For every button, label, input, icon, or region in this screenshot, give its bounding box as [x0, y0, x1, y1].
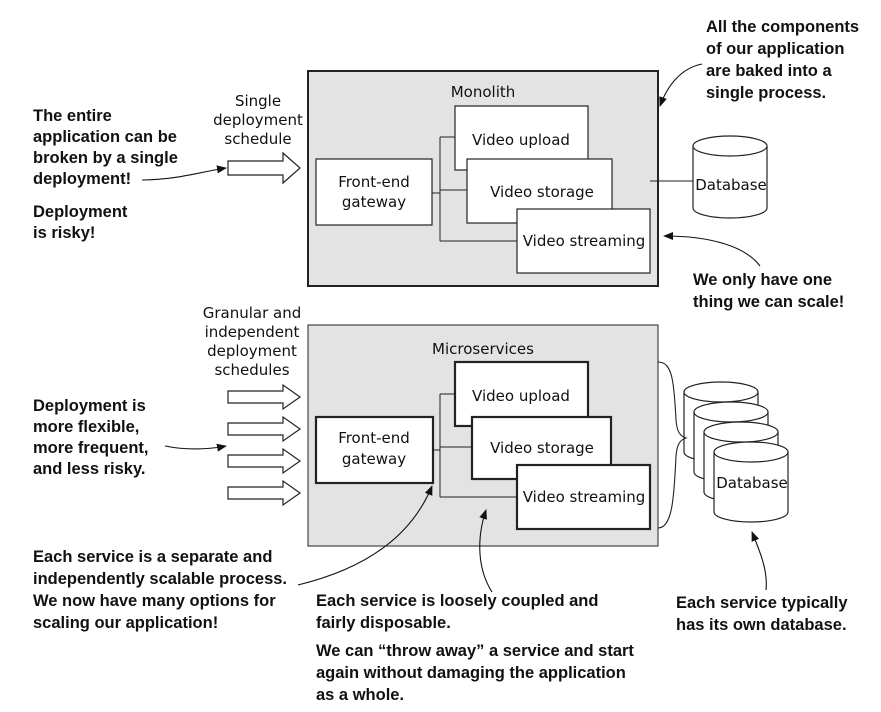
monolith-schedule-line2: deployment: [213, 111, 303, 129]
monolith-risky-line2: is risky!: [33, 224, 95, 242]
monolith-schedule-line1: Single: [235, 92, 281, 110]
monolith-deploy-arrow-icon: [227, 151, 301, 185]
microservices-service-upload: Video upload: [472, 387, 570, 405]
microservices-service-upload-box: [453, 360, 590, 428]
microservices-service-streaming: Video streaming: [523, 488, 646, 506]
microservices-deploy-arrow-icon-4: [227, 479, 302, 507]
micro-flexible-line4: and less risky.: [33, 460, 146, 478]
micro-database-pointer: [751, 531, 767, 591]
microservices-schedule-line2: independent: [205, 323, 300, 341]
monolith-annotations: The entire application can be broken by …: [33, 18, 859, 311]
monolith-risk-line3: broken by a single: [33, 149, 178, 167]
microservices-gateway-box: [314, 415, 435, 485]
microservices-connector: [433, 393, 517, 498]
micro-scalable-line2: independently scalable process.: [33, 570, 287, 588]
monolith-components-pointer: [659, 63, 703, 107]
monolith-schedule-line3: schedule: [224, 130, 291, 148]
microservices-annotations: Deployment is more flexible, more freque…: [33, 397, 848, 704]
micro-database-line1: Each service typically: [676, 594, 848, 612]
micro-throwaway-line2: again without damaging the application: [316, 664, 626, 682]
micro-coupled-pointer: [479, 509, 493, 593]
monolith-gateway-box: [315, 158, 433, 226]
microservices-schedule-line1: Granular and: [203, 304, 302, 322]
microservices-deploy-arrow-icon-2: [227, 415, 302, 443]
monolith-risk-line2: application can be: [33, 128, 177, 146]
monolith-risk-pointer: [141, 165, 227, 181]
micro-flexible-line3: more frequent,: [33, 439, 149, 457]
monolith-components-line4: single process.: [706, 84, 826, 102]
monolith-components-line3: are baked into a: [706, 62, 832, 80]
monolith-scale-line1: We only have one: [693, 271, 832, 289]
micro-scalable-pointer: [297, 485, 433, 586]
microservices-gateway-line1: Front-end: [338, 429, 410, 447]
micro-flexible-line1: Deployment is: [33, 397, 146, 415]
micro-throwaway-line1: We can “throw away” a service and start: [316, 642, 634, 660]
monolith-risky-line1: Deployment: [33, 203, 128, 221]
monolith-scale-pointer: [663, 232, 761, 267]
microservices-database-brace: [657, 361, 688, 529]
monolith-title: Monolith: [451, 83, 516, 101]
micro-coupled-line2: fairly disposable.: [316, 614, 451, 632]
micro-database-line2: has its own database.: [676, 616, 847, 634]
microservices-database-label: Database: [716, 474, 788, 492]
monolith-database-icon: [692, 135, 768, 219]
monolith-gateway-line2: gateway: [342, 193, 406, 211]
monolith-scale-line2: thing we can scale!: [693, 293, 844, 311]
micro-flexible-line2: more flexible,: [33, 418, 139, 436]
monolith-components-line1: All the components: [706, 18, 859, 36]
micro-scalable-line3: We now have many options for: [33, 592, 276, 610]
monolith-service-storage: Video storage: [490, 183, 594, 201]
microservices-schedule-line4: schedules: [214, 361, 289, 379]
microservices-service-streaming-box: [515, 463, 652, 531]
monolith-service-streaming-box: [516, 208, 651, 274]
monolith-connector: [432, 136, 517, 242]
microservices-service-storage: Video storage: [490, 439, 594, 457]
monolith-risk-line4: deployment!: [33, 170, 131, 188]
monolith-service-streaming: Video streaming: [523, 232, 646, 250]
monolith-gateway-line1: Front-end: [338, 173, 410, 191]
microservices-gateway-line2: gateway: [342, 450, 406, 468]
micro-flexible-pointer: [164, 443, 227, 452]
micro-scalable-line1: Each service is a separate and: [33, 548, 272, 566]
micro-throwaway-line3: as a whole.: [316, 686, 404, 704]
microservices-title: Microservices: [432, 340, 534, 358]
microservices-deploy-arrow-icon-3: [227, 447, 302, 475]
micro-coupled-line1: Each service is loosely coupled and: [316, 592, 598, 610]
monolith-section: Monolith Front-end gateway Video upload …: [213, 70, 768, 287]
microservices-schedule-line3: deployment: [207, 342, 297, 360]
monolith-components-line2: of our application: [706, 40, 844, 58]
micro-scalable-line4: scaling our application!: [33, 614, 218, 632]
microservices-section: Microservices Front-end gateway Video up…: [203, 304, 789, 547]
monolith-service-upload: Video upload: [472, 131, 570, 149]
monolith-database-label: Database: [695, 176, 767, 194]
microservices-database-icon: [683, 381, 789, 523]
microservices-deploy-arrow-icon-1: [227, 383, 302, 411]
monolith-risk-line1: The entire: [33, 107, 112, 125]
